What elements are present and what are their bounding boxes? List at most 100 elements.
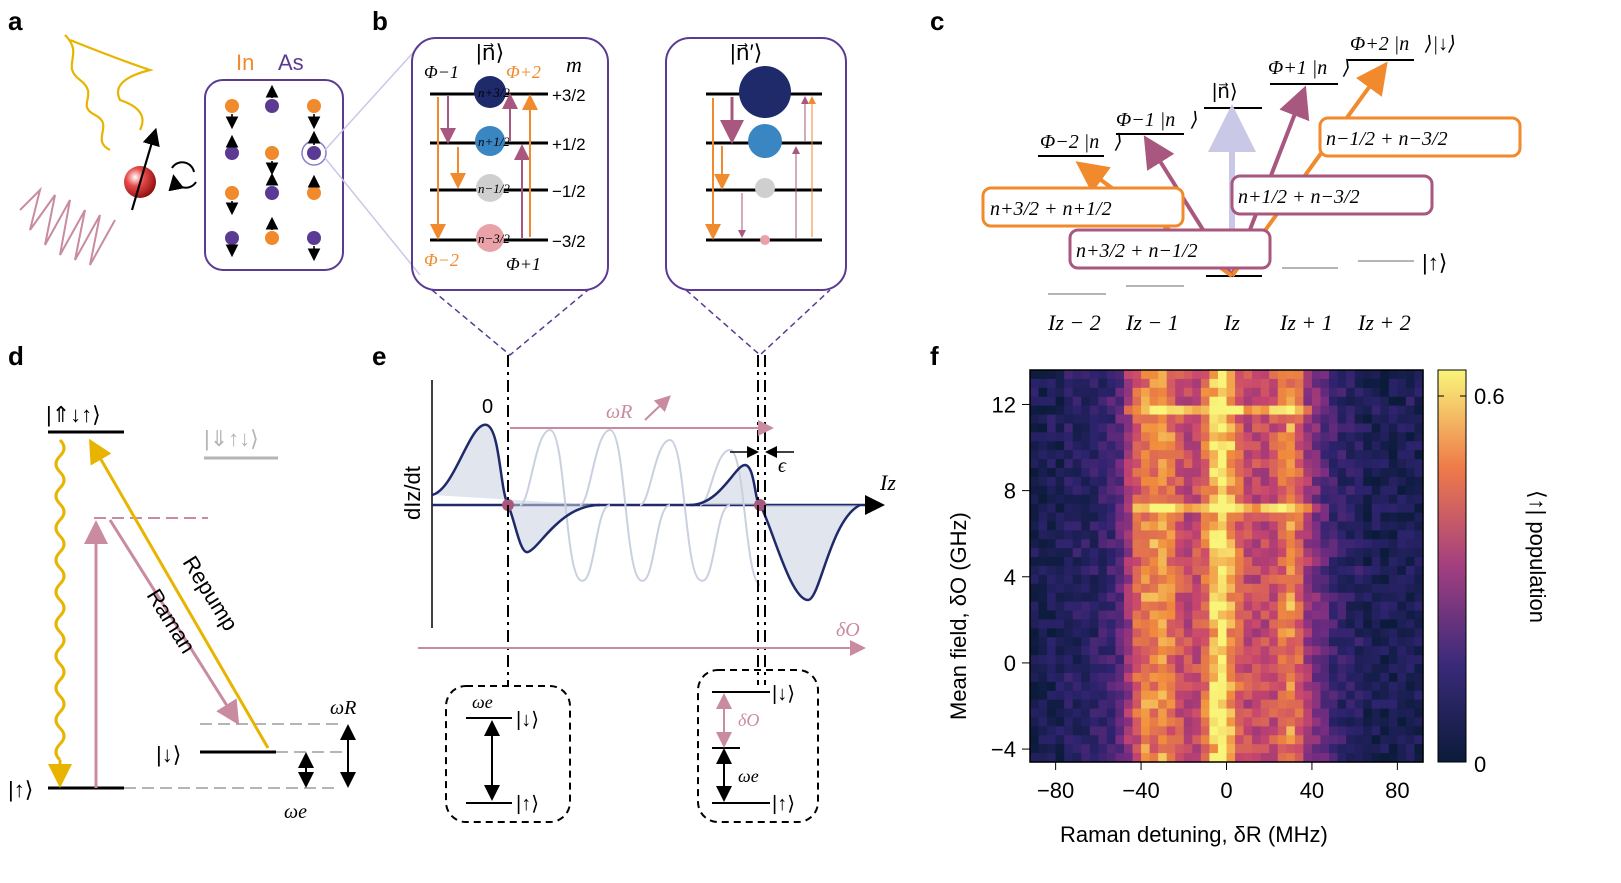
- heatmap-cell: [1371, 619, 1381, 629]
- heatmap-cell: [1200, 574, 1211, 585]
- heatmap-cell: [1064, 574, 1074, 585]
- heatmap-cell: [1269, 387, 1279, 398]
- heatmap-cell: [1286, 637, 1296, 647]
- heatmap-cell: [1337, 681, 1347, 692]
- heatmap-cell: [1346, 699, 1356, 710]
- heatmap-cell: [1346, 512, 1356, 523]
- heatmap-cell: [1397, 619, 1407, 629]
- heatmap-cell: [1388, 370, 1398, 380]
- heatmap-cell: [1115, 646, 1125, 656]
- heatmap-cell: [1269, 539, 1279, 549]
- heatmap-cell: [1192, 664, 1202, 674]
- heatmap-cell: [1132, 476, 1142, 487]
- heatmap-cell: [1388, 646, 1398, 656]
- heatmap-cell: [1192, 708, 1202, 719]
- box-n: [411, 37, 609, 291]
- heatmap-cell: [1209, 405, 1219, 416]
- heatmap-cell: [1252, 405, 1262, 416]
- heatmap-cell: [1123, 628, 1134, 638]
- heatmap-cell: [1115, 601, 1125, 612]
- heatmap-cell: [1149, 655, 1159, 665]
- heatmap-cell: [1141, 387, 1151, 398]
- heatmap-cell: [1047, 717, 1057, 727]
- heatmap-cell: [1371, 664, 1381, 674]
- heatmap-cell: [1047, 459, 1057, 469]
- pink-wave: [19, 186, 116, 266]
- heatmap-cell: [1380, 628, 1390, 638]
- c-x-3: Iz: [1223, 310, 1240, 335]
- heatmap-cell: [1303, 655, 1313, 665]
- heatmap-cell: [1363, 387, 1373, 398]
- heatmap-cell: [1226, 405, 1236, 416]
- heatmap-cell: [1132, 396, 1142, 407]
- heatmap-cell: [1294, 583, 1304, 594]
- heatmap-cell: [1260, 574, 1270, 585]
- heatmap-cell: [1055, 646, 1065, 656]
- heatmap-cell: [1277, 503, 1287, 514]
- heatmap-cell: [1175, 432, 1185, 442]
- heatmap-cell: [1414, 574, 1424, 585]
- heatmap-cell: [1337, 441, 1347, 451]
- heatmap-cell: [1363, 672, 1373, 683]
- heatmap-cell: [1047, 753, 1057, 763]
- heatmap-cell: [1346, 726, 1356, 736]
- heatmap-cell: [1414, 512, 1424, 523]
- heatmap-cell: [1030, 610, 1040, 621]
- heatmap-cell: [1098, 744, 1108, 754]
- heatmap-cell: [1371, 414, 1381, 425]
- heatmap-cell: [1132, 646, 1142, 656]
- heatmap-cell: [1064, 521, 1074, 531]
- heatmap-cell: [1303, 566, 1313, 576]
- heatmap-cell: [1081, 610, 1091, 621]
- y-tick-label: 12: [992, 392, 1016, 417]
- heatmap-cell: [1183, 726, 1193, 736]
- heatmap-cell: [1175, 468, 1185, 478]
- heatmap-cell: [1320, 396, 1330, 407]
- heatmap-cell: [1089, 646, 1099, 656]
- heatmap-cell: [1064, 744, 1074, 754]
- heatmap-cell: [1217, 690, 1228, 701]
- heatmap-cell: [1081, 735, 1091, 745]
- heatmap-cell: [1183, 592, 1193, 603]
- heatmap-cell: [1055, 468, 1065, 478]
- c-x-1: Iz − 2: [1047, 310, 1101, 335]
- heatmap-cell: [1183, 574, 1193, 585]
- heatmap-cell: [1175, 387, 1185, 398]
- heatmap-cell: [1064, 423, 1074, 433]
- heatmap-cell: [1149, 592, 1159, 603]
- heatmap-cell: [1405, 690, 1416, 701]
- heatmap-cell: [1354, 610, 1364, 621]
- heatmap-cell: [1158, 476, 1168, 487]
- heatmap-cell: [1055, 521, 1065, 531]
- heatmap-cell: [1175, 494, 1185, 505]
- heatmap-cell: [1064, 468, 1074, 478]
- heatmap-cell: [1123, 610, 1134, 621]
- heatmap-cell: [1320, 468, 1330, 478]
- heatmap-cell: [1226, 370, 1236, 380]
- heatmap-cell: [1286, 450, 1296, 460]
- heatmap-cell: [1089, 396, 1099, 407]
- heatmap-cell: [1235, 726, 1245, 736]
- heatmap-cell: [1346, 450, 1356, 460]
- heatmap-cell: [1414, 530, 1424, 540]
- heatmap-cell: [1064, 414, 1074, 425]
- heatmap-cell: [1320, 735, 1330, 745]
- heatmap-cell: [1030, 450, 1040, 460]
- heatmap-cell: [1149, 610, 1159, 621]
- heatmap-cell: [1166, 459, 1176, 469]
- heatmap-cell: [1123, 583, 1134, 594]
- heatmap-cell: [1141, 646, 1151, 656]
- heatmap-cell: [1217, 485, 1228, 496]
- lattice-box: [204, 79, 344, 271]
- heatmap-cell: [1030, 664, 1040, 674]
- heatmap-cell: [1294, 726, 1304, 736]
- heatmap-cell: [1217, 370, 1228, 380]
- heatmap-cell: [1320, 387, 1330, 398]
- heatmap-cell: [1217, 592, 1228, 603]
- b-transitions: [430, 93, 538, 240]
- heatmap-cell: [1106, 441, 1117, 451]
- heatmap-cell: [1397, 405, 1407, 416]
- heatmap-cell: [1115, 726, 1125, 736]
- heatmap-cell: [1166, 432, 1176, 442]
- heatmap-cell: [1175, 512, 1185, 523]
